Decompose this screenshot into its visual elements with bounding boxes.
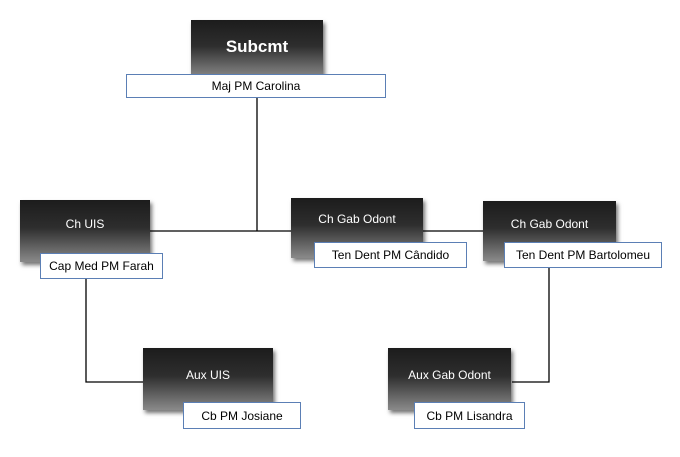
node-aux-uis-title: Aux UIS bbox=[185, 368, 230, 382]
node-ch-gab-odont-1-name: Ten Dent PM Cândido bbox=[331, 248, 450, 262]
node-ch-gab-odont-2-title: Ch Gab Odont bbox=[510, 217, 589, 231]
node-ch-uis-name-box: Cap Med PM Farah bbox=[40, 253, 163, 279]
connector-ch-uis-to-aux-uis bbox=[85, 278, 144, 383]
node-aux-gab-odont-title-box: Aux Gab Odont bbox=[388, 348, 511, 410]
node-subcmt-name-box: Maj PM Carolina bbox=[126, 74, 386, 98]
node-ch-gab-odont-1-name-box: Ten Dent PM Cândido bbox=[314, 242, 467, 268]
node-ch-uis-name: Cap Med PM Farah bbox=[49, 259, 154, 273]
node-ch-uis-title: Ch UIS bbox=[65, 217, 105, 231]
node-subcmt-name: Maj PM Carolina bbox=[211, 79, 301, 93]
node-subcmt-title: Subcmt bbox=[225, 37, 289, 56]
node-aux-gab-odont-title: Aux Gab Odont bbox=[408, 368, 491, 382]
node-aux-uis-name-box: Cb PM Josiane bbox=[183, 402, 301, 429]
node-ch-gab-odont-2-name-box: Ten Dent PM Bartolomeu bbox=[504, 242, 662, 268]
node-aux-uis-title-box: Aux UIS bbox=[143, 348, 273, 410]
node-ch-gab-odont-1-title: Ch Gab Odont bbox=[318, 212, 396, 226]
node-subcmt-title-box: Subcmt bbox=[191, 20, 323, 78]
node-aux-gab-odont-name-box: Cb PM Lisandra bbox=[414, 402, 525, 429]
node-aux-gab-odont-name: Cb PM Lisandra bbox=[426, 408, 513, 423]
node-aux-uis-name: Cb PM Josiane bbox=[201, 408, 283, 423]
connector-ch-gab-odont-to-aux bbox=[512, 268, 550, 383]
node-ch-uis-title-box: Ch UIS bbox=[20, 200, 150, 262]
node-ch-gab-odont-2-name: Ten Dent PM Bartolomeu bbox=[515, 248, 651, 262]
